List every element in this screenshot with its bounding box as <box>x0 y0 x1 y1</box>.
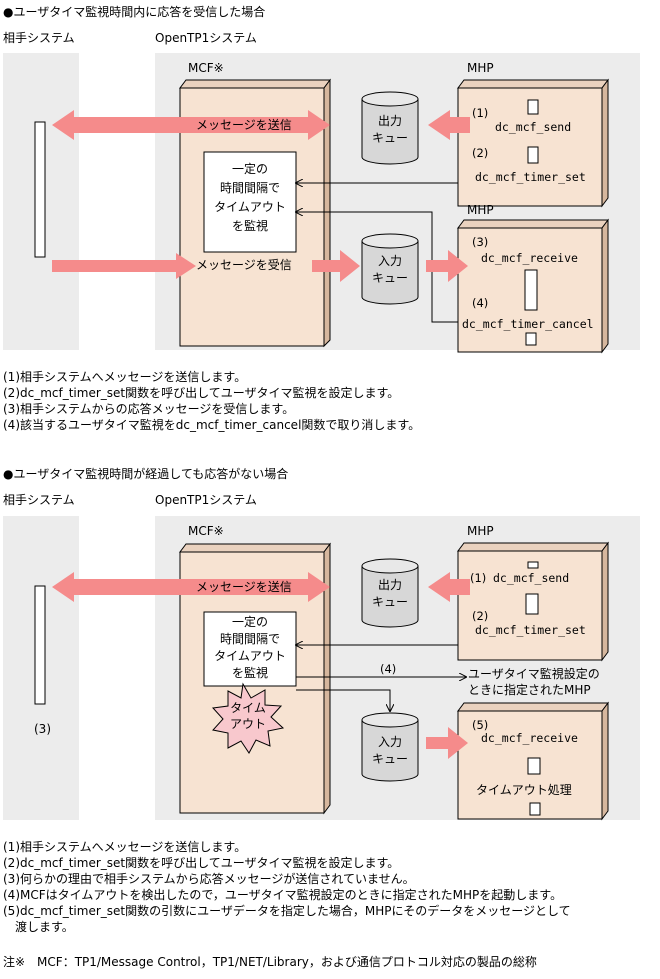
note1-1: (1)相手システムへメッセージを送信します。 <box>3 370 247 384</box>
receive-message-label: メッセージを受信 <box>196 258 292 272</box>
mhp-bottom-box <box>457 218 609 354</box>
step2-number-2: (2) <box>472 609 489 623</box>
step4-number: (4) <box>472 296 489 310</box>
out-queue-2-line2: キュー <box>371 595 408 609</box>
footnote: 注※ MCF：TP1/Message Control，TP1/NET/Libra… <box>3 955 537 969</box>
mhp-bottom-box-2 <box>457 701 609 821</box>
inqueue-to-mhp-arrow-2 <box>426 727 468 759</box>
recv-arrow-partner <box>52 253 196 279</box>
to-inqueue-line <box>296 689 390 711</box>
timeout-starburst <box>211 682 285 754</box>
input-queue-cylinder-2 <box>361 712 419 782</box>
note2-2: (2)dc_mcf_timer_set関数を呼び出してユーザタイマ監視を設定しま… <box>3 856 400 870</box>
user-mhp-line2: ときに指定されたMHP <box>468 683 591 697</box>
func-dc-mcf-send: dc_mcf_send <box>495 120 572 134</box>
send-message-label: メッセージを送信 <box>196 118 292 132</box>
note1-2: (2)dc_mcf_timer_set関数を呼び出してユーザタイマ監視を設定しま… <box>3 386 400 400</box>
note2-4: (4)MCFはタイムアウトを検出したので，ユーザタイマ監視設定のときに指定された… <box>3 888 563 902</box>
timeout-line1: タイム <box>230 701 266 715</box>
input-queue-cylinder <box>361 233 419 305</box>
func-dc-mcf-receive-2: dc_mcf_receive <box>481 731 578 745</box>
func-dc-mcf-timer-set-2: dc_mcf_timer_set <box>475 623 586 637</box>
timer2-line4: を監視 <box>231 666 268 680</box>
note2-5: (5)dc_mcf_timer_set関数の引数にユーザデータを指定した場合，M… <box>3 904 571 918</box>
step4-number-2: (4) <box>380 662 397 676</box>
step5-number: (5) <box>472 718 489 732</box>
mcf-label: MCF※ <box>188 61 224 75</box>
timer-line3: タイムアウト <box>214 200 286 214</box>
mcf-to-inqueue-arrow <box>312 250 360 282</box>
scenario2-heading: ●ユーザタイマ監視時間が経過しても応答がない場合 <box>3 467 289 481</box>
out-queue-line2: キュー <box>371 131 408 145</box>
partner-system-label: 相手システム <box>3 31 75 45</box>
opentp1-system-label-2: OpenTP1システム <box>155 493 257 507</box>
timer-box <box>203 151 297 253</box>
send-arrow-mcf-head <box>180 110 330 140</box>
timer2-line1: 一定の <box>231 615 268 629</box>
note2-6: 渡します。 <box>3 920 74 934</box>
timeout-processing-label: タイムアウト処理 <box>476 783 572 797</box>
note1-4: (4)該当するユーザタイマ監視をdc_mcf_timer_cancel関数で取り… <box>3 418 421 432</box>
timeout-line2: アウト <box>229 717 266 731</box>
output-queue-cylinder <box>361 91 419 165</box>
timer-line4: を監視 <box>231 219 268 233</box>
func-dc-mcf-timer-set: dc_mcf_timer_set <box>475 170 586 184</box>
partner-bar-2 <box>34 585 46 705</box>
mhp-top-box-2 <box>457 541 609 662</box>
note2-1: (1)相手システムへメッセージを送信します。 <box>3 840 247 854</box>
out-queue-line1: 出力 <box>377 114 402 128</box>
timer2-line3: タイムアウト <box>214 649 286 663</box>
send-arrow-left-2 <box>52 572 180 602</box>
in-queue-line1: 入力 <box>377 254 402 268</box>
step2-number: (2) <box>472 146 489 160</box>
mhp-top-label-2: MHP <box>467 524 494 538</box>
send-arrow-left <box>52 110 180 140</box>
mcf-label-2: MCF※ <box>188 524 224 538</box>
send-message-label-2: メッセージを送信 <box>196 580 292 594</box>
in-queue-2-line1: 入力 <box>377 735 402 749</box>
partner-bar <box>34 121 46 258</box>
opentp1-system-label: OpenTP1システム <box>155 31 257 45</box>
partner-system-label-2: 相手システム <box>3 493 75 507</box>
mhp-to-outqueue-arrow-2 <box>428 572 470 602</box>
partner-step3-number: (3) <box>34 722 51 736</box>
timer2-line2: 時間間隔で <box>219 632 280 646</box>
in-queue-2-line2: キュー <box>371 752 408 766</box>
step1-number: (1) <box>472 106 489 120</box>
in-queue-line2: キュー <box>371 271 408 285</box>
inqueue-to-mhp-arrow <box>426 250 468 282</box>
timer-box-2 <box>203 611 297 687</box>
func-dc-mcf-send-2: dc_mcf_send <box>493 571 570 585</box>
scenario1-heading: ●ユーザタイマ監視時間内に応答を受信した場合 <box>3 5 266 19</box>
mhp-to-outqueue-arrow <box>428 110 470 140</box>
mhp-top-label: MHP <box>467 61 494 75</box>
timer-line1: 一定の <box>231 162 268 176</box>
timer-line2: 時間間隔で <box>219 181 280 195</box>
step3-number: (3) <box>472 235 489 249</box>
func-dc-mcf-receive: dc_mcf_receive <box>481 251 578 265</box>
func-dc-mcf-timer-cancel: dc_mcf_timer_cancel <box>462 317 594 331</box>
output-queue-cylinder-2 <box>361 558 419 628</box>
note2-3: (3)何らかの理由で相手システムから応答メッセージが送信されていません。 <box>3 872 415 886</box>
note1-3: (3)相手システムからの応答メッセージを受信します。 <box>3 402 295 416</box>
user-mhp-line1: ユーザタイマ監視設定の <box>468 667 600 681</box>
step1-number-2: (1) <box>470 571 487 585</box>
mhp-top-box <box>457 78 609 208</box>
mhp-bottom-label: MHP <box>467 203 494 217</box>
out-queue-2-line1: 出力 <box>377 578 402 592</box>
send-arrow-mcf-head-2 <box>180 572 330 602</box>
